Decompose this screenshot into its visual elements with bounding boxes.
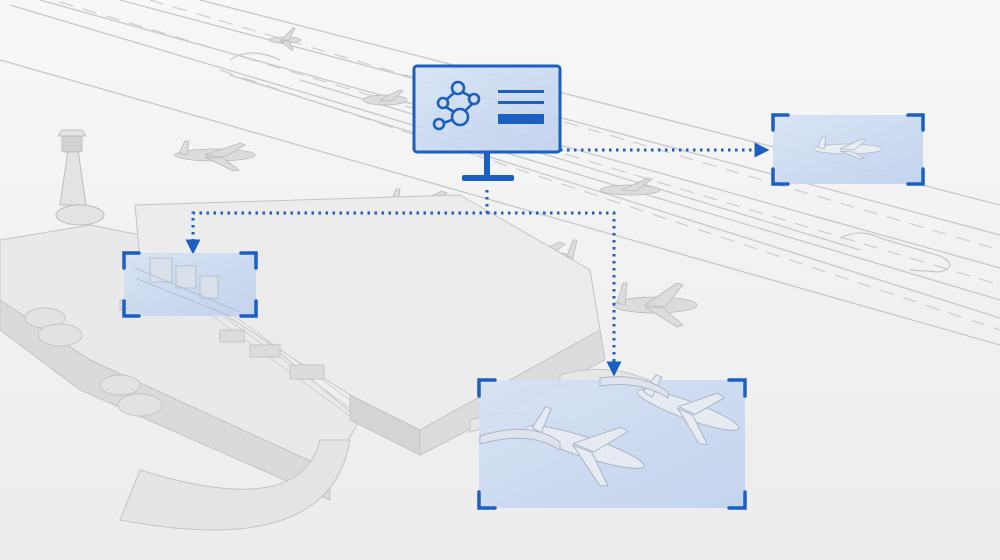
connector-to-bottom bbox=[487, 211, 622, 377]
connector-to-left bbox=[185, 190, 489, 255]
detection-panel-left bbox=[122, 251, 258, 318]
terminal-building bbox=[0, 194, 661, 531]
document-lines-icon bbox=[498, 90, 544, 124]
detection-panel-bottom bbox=[477, 374, 747, 510]
detection-panel-top-right bbox=[771, 113, 925, 186]
control-tower bbox=[55, 129, 105, 226]
connection-lines bbox=[185, 142, 770, 377]
monitor-icon bbox=[412, 64, 562, 181]
network-graph-icon bbox=[432, 80, 481, 131]
